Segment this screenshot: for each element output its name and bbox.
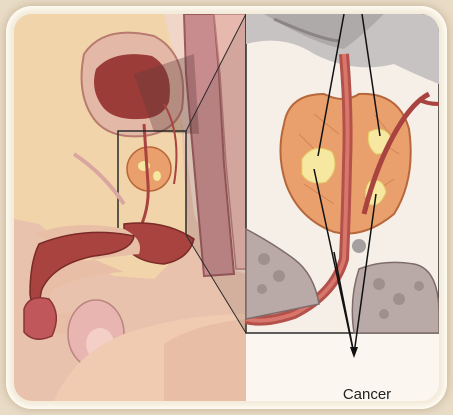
sagittal-view [14, 14, 246, 401]
cancer-label: Cancer [327, 386, 407, 401]
illustration-svg [14, 14, 439, 401]
zoom-inset [246, 14, 439, 333]
anatomy-illustration: Cancer [14, 14, 439, 401]
